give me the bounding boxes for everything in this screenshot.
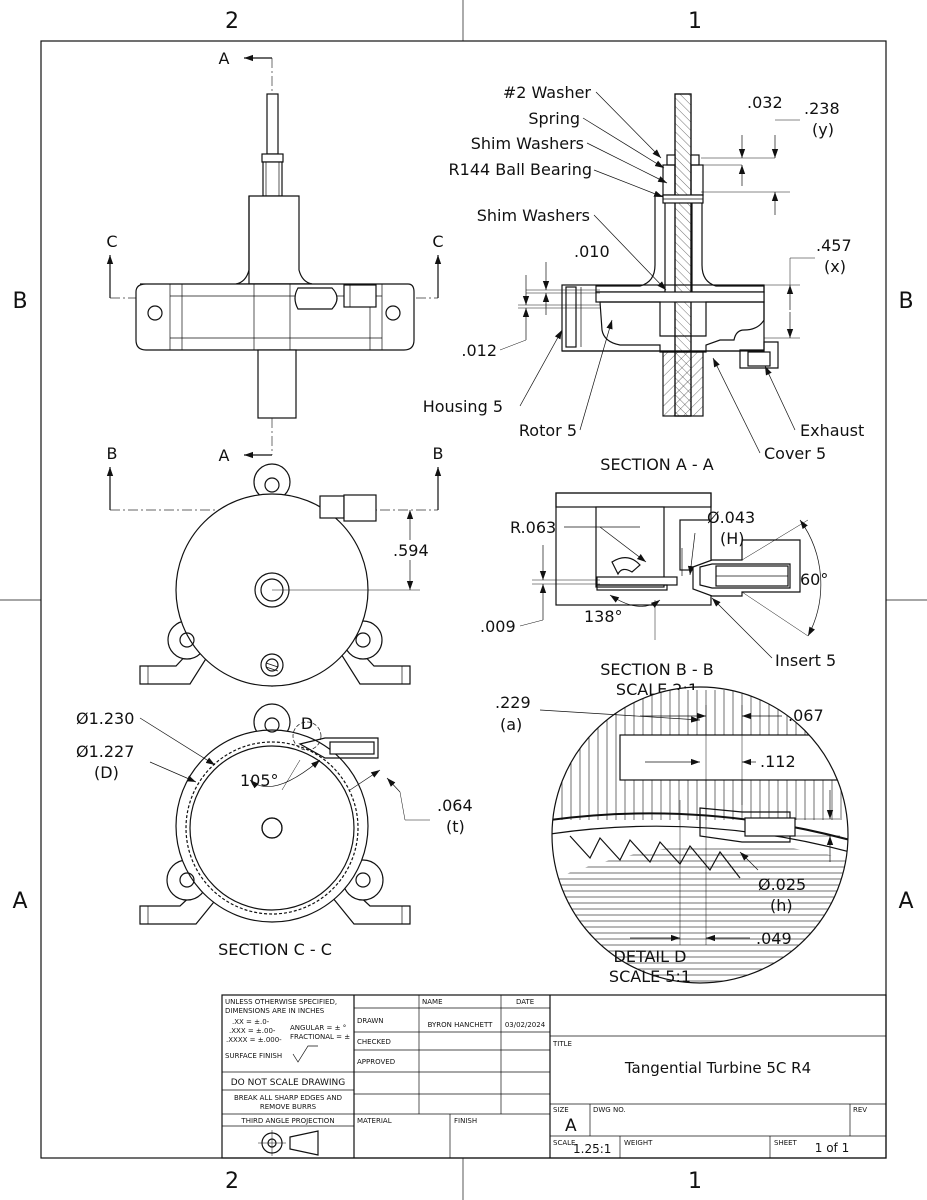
- dim-049: .049: [756, 929, 792, 948]
- title-block: [221, 994, 887, 1159]
- dim-238-symbol: (y): [812, 120, 834, 139]
- break-edges-note-2: REMOVE BURRS: [260, 1103, 317, 1111]
- callout-spring: Spring: [528, 109, 580, 128]
- tolerance-xxxx: .XXXX = ±.000-: [226, 1036, 282, 1044]
- section-marker-a-bottom: A: [219, 446, 230, 465]
- callout-shim-washers-top: Shim Washers: [471, 134, 584, 153]
- section-marker-b-right: B: [433, 444, 444, 463]
- row-checked: CHECKED: [357, 1038, 391, 1046]
- dim-457: .457: [816, 236, 852, 255]
- detail-d-scale: SCALE 5:1: [609, 967, 691, 986]
- size-label: SIZE: [553, 1106, 569, 1114]
- scale-value: 1.25:1: [573, 1142, 611, 1156]
- break-edges-note-1: BREAK ALL SHARP EDGES AND: [234, 1094, 342, 1102]
- callout-no2-washer: #2 Washer: [503, 83, 592, 102]
- dwg-no-label: DWG NO.: [593, 1106, 626, 1114]
- tolerance-line-1: UNLESS OTHERWISE SPECIFIED,: [225, 998, 337, 1006]
- dim-dia043: Ø.043: [707, 508, 755, 527]
- callout-rotor-5: Rotor 5: [519, 421, 577, 440]
- sheet-label: SHEET: [774, 1139, 798, 1147]
- dim-dia025: Ø.025: [758, 875, 806, 894]
- row-drawn: DRAWN: [357, 1017, 384, 1025]
- top-view: [106, 54, 442, 459]
- dim-112: .112: [760, 752, 796, 771]
- zone-label-right-b: B: [898, 289, 913, 314]
- drawing-title: Tangential Turbine 5C R4: [624, 1059, 811, 1077]
- title-label: TITLE: [552, 1040, 572, 1048]
- dim-012: .012: [461, 341, 497, 360]
- callout-r144-ball-bearing: R144 Ball Bearing: [449, 160, 592, 179]
- zone-label-top-1: 1: [688, 9, 702, 34]
- dim-594: .594: [393, 541, 429, 560]
- tolerance-line-2: DIMENSIONS ARE IN INCHES: [225, 1007, 325, 1015]
- dim-138deg: 138°: [584, 607, 623, 626]
- sheet-value: 1 of 1: [815, 1141, 849, 1155]
- dim-105deg: 105°: [240, 771, 279, 790]
- detail-marker-d: D: [301, 714, 313, 733]
- material-label: MATERIAL: [357, 1117, 392, 1125]
- dim-229: .229: [495, 693, 531, 712]
- do-not-scale-note: DO NOT SCALE DRAWING: [231, 1078, 346, 1088]
- dim-dia025-symbol: (h): [770, 896, 793, 915]
- callout-housing-5: Housing 5: [423, 397, 503, 416]
- section-marker-a-top: A: [219, 49, 230, 68]
- callout-exhaust: Exhaust: [800, 421, 864, 440]
- section-aa-title: SECTION A - A: [600, 455, 713, 474]
- tolerance-xx: .XX = ±.0-: [232, 1018, 270, 1026]
- dim-457-symbol: (x): [824, 257, 846, 276]
- projection-label: THIRD ANGLE PROJECTION: [240, 1117, 334, 1125]
- zone-label-top-2: 2: [225, 9, 239, 34]
- dim-064: .064: [437, 796, 473, 815]
- tolerance-fractional: FRACTIONAL = ±: [290, 1033, 350, 1041]
- row-approved: APPROVED: [357, 1058, 395, 1066]
- zone-label-bottom-1: 1: [688, 1169, 702, 1194]
- section-bb-view: [519, 492, 822, 659]
- weight-label: WEIGHT: [624, 1139, 653, 1147]
- callout-shim-washers-lower: Shim Washers: [477, 206, 590, 225]
- dim-032: .032: [747, 93, 783, 112]
- dim-dia1230: Ø1.230: [76, 709, 134, 728]
- detail-d-title: DETAIL D: [614, 947, 687, 966]
- size-value: A: [565, 1116, 577, 1136]
- dim-229-symbol: (a): [500, 715, 522, 734]
- section-bb-title: SECTION B - B: [600, 660, 713, 679]
- section-cc-view: [139, 703, 430, 925]
- zone-label-right-a: A: [898, 889, 913, 914]
- dim-r063: R.063: [510, 518, 556, 537]
- name-header: NAME: [422, 998, 443, 1006]
- dim-009: .009: [480, 617, 516, 636]
- section-marker-c-left: C: [106, 232, 117, 251]
- dim-dia1227: Ø1.227: [76, 742, 134, 761]
- detail-d-view: [539, 686, 849, 984]
- dim-dia043-symbol: (H): [720, 529, 745, 548]
- drawn-date: 03/02/2024: [505, 1021, 546, 1029]
- dim-064-symbol: (t): [446, 817, 465, 836]
- callout-insert-5: Insert 5: [775, 651, 836, 670]
- rev-label: REV: [853, 1106, 867, 1114]
- scale-label: SCALE: [553, 1139, 575, 1147]
- dim-010: .010: [574, 242, 610, 261]
- finish-label: FINISH: [454, 1117, 477, 1125]
- dim-60deg: 60°: [800, 570, 828, 589]
- surface-finish-label: SURFACE FINISH: [225, 1052, 282, 1060]
- tolerance-angular: ANGULAR = ± °: [290, 1024, 346, 1032]
- zone-label-bottom-2: 2: [225, 1169, 239, 1194]
- dim-067: .067: [788, 706, 824, 725]
- section-marker-c-right: C: [432, 232, 443, 251]
- zone-label-left-a: A: [12, 889, 27, 914]
- drawn-name: BYRON HANCHETT: [428, 1021, 494, 1029]
- zone-label-left-b: B: [12, 289, 27, 314]
- front-view: [106, 463, 442, 687]
- dim-238: .238: [804, 99, 840, 118]
- date-header: DATE: [516, 998, 534, 1006]
- section-marker-b-left: B: [107, 444, 118, 463]
- dim-dia1227-symbol: (D): [94, 763, 119, 782]
- tolerance-xxx: .XXX = ±.00-: [229, 1027, 276, 1035]
- section-aa-view: [499, 91, 815, 454]
- callout-cover-5: Cover 5: [764, 444, 826, 463]
- section-cc-title: SECTION C - C: [218, 940, 332, 959]
